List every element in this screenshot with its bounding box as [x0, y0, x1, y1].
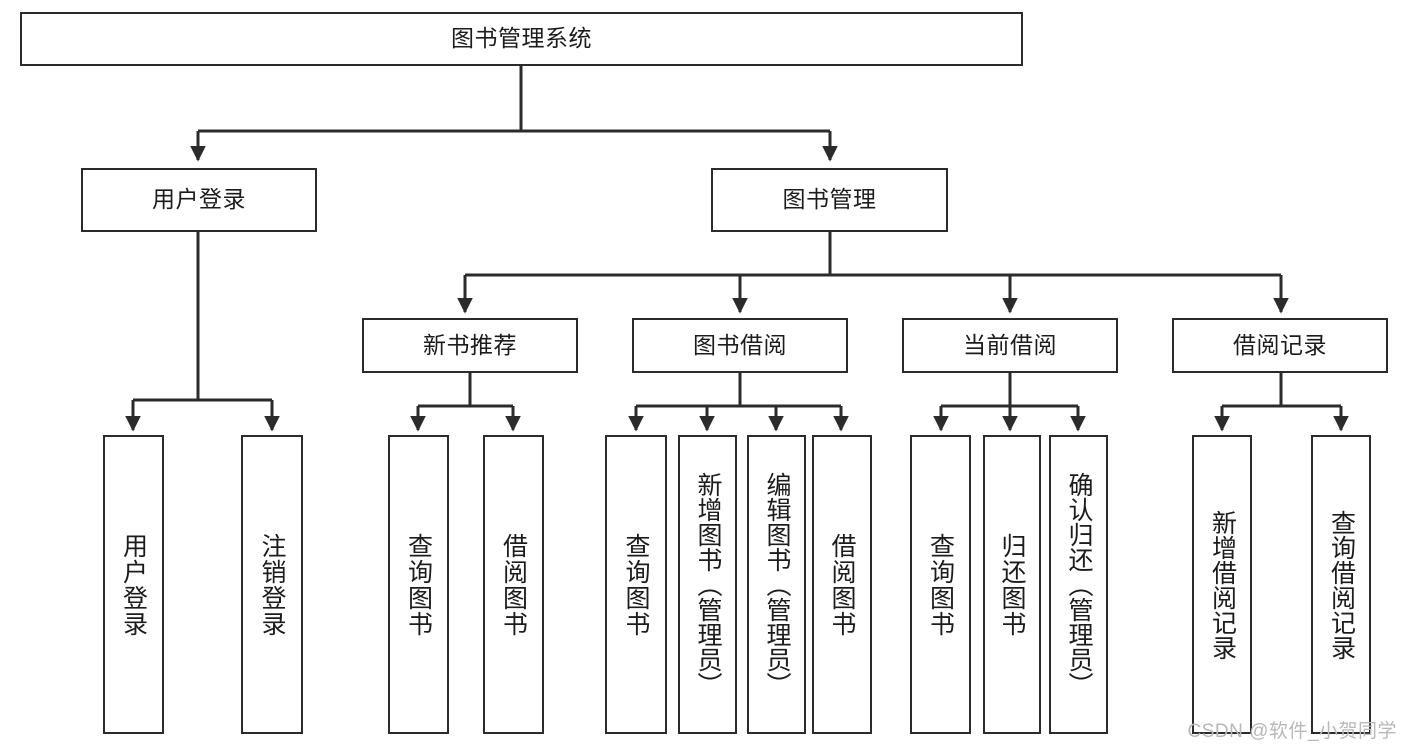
leaf-current-confirm-return[interactable]: 确认归还（管理员） [1049, 435, 1108, 734]
leaf-current-query-book[interactable]: 查询图书 [910, 435, 971, 734]
leaf-current-return-book[interactable]: 归还图书 [983, 435, 1041, 734]
watermark-text: CSDN @软件_小贺同学 [1187, 721, 1397, 742]
leaf-label: 借阅图书 [499, 532, 528, 637]
leaf-label: 查询图书 [622, 532, 650, 637]
node-new-book-recommend-label: 新书推荐 [423, 331, 517, 358]
leaf-user-login-logout[interactable]: 注销登录 [241, 435, 303, 734]
node-user-login-label: 用户登录 [152, 186, 246, 213]
leaf-borrow-borrow-book[interactable]: 借阅图书 [812, 435, 872, 734]
node-book-management-label: 图书管理 [782, 186, 877, 213]
leaf-label: 查询图书 [926, 532, 955, 637]
leaf-borrow-query-book[interactable]: 查询图书 [605, 435, 667, 734]
leaf-label: 编辑图书（管理员） [763, 472, 791, 697]
leaf-label: 新增借阅记录 [1208, 509, 1237, 660]
node-root[interactable]: 图书管理系统 [20, 12, 1023, 66]
leaf-label: 查询图书 [404, 532, 433, 637]
node-book-management[interactable]: 图书管理 [711, 168, 948, 232]
leaf-recommend-query-book[interactable]: 查询图书 [388, 435, 449, 734]
leaf-label: 确认归还（管理员） [1065, 472, 1093, 697]
node-book-borrow-label: 图书借阅 [693, 331, 787, 358]
node-current-borrow-label: 当前借阅 [963, 331, 1057, 358]
leaf-recommend-borrow-book[interactable]: 借阅图书 [483, 435, 544, 734]
node-book-borrow[interactable]: 图书借阅 [632, 318, 848, 373]
node-user-login[interactable]: 用户登录 [81, 168, 317, 232]
leaf-label: 注销登录 [258, 532, 286, 637]
node-borrow-record[interactable]: 借阅记录 [1172, 318, 1388, 373]
leaf-borrow-edit-book[interactable]: 编辑图书（管理员） [747, 435, 806, 734]
leaf-borrow-add-book[interactable]: 新增图书（管理员） [678, 435, 737, 734]
leaf-label: 借阅图书 [828, 532, 856, 637]
node-borrow-record-label: 借阅记录 [1233, 331, 1327, 358]
leaf-label: 查询借阅记录 [1327, 509, 1356, 660]
leaf-record-query-record[interactable]: 查询借阅记录 [1311, 435, 1371, 734]
leaf-user-login-login[interactable]: 用户登录 [103, 435, 164, 734]
leaf-label: 新增图书（管理员） [694, 472, 722, 697]
node-current-borrow[interactable]: 当前借阅 [902, 318, 1118, 373]
leaf-record-add-record[interactable]: 新增借阅记录 [1192, 435, 1252, 734]
leaf-label: 用户登录 [119, 532, 148, 637]
node-new-book-recommend[interactable]: 新书推荐 [362, 318, 578, 373]
node-root-label: 图书管理系统 [451, 25, 592, 52]
leaf-label: 归还图书 [998, 532, 1026, 637]
